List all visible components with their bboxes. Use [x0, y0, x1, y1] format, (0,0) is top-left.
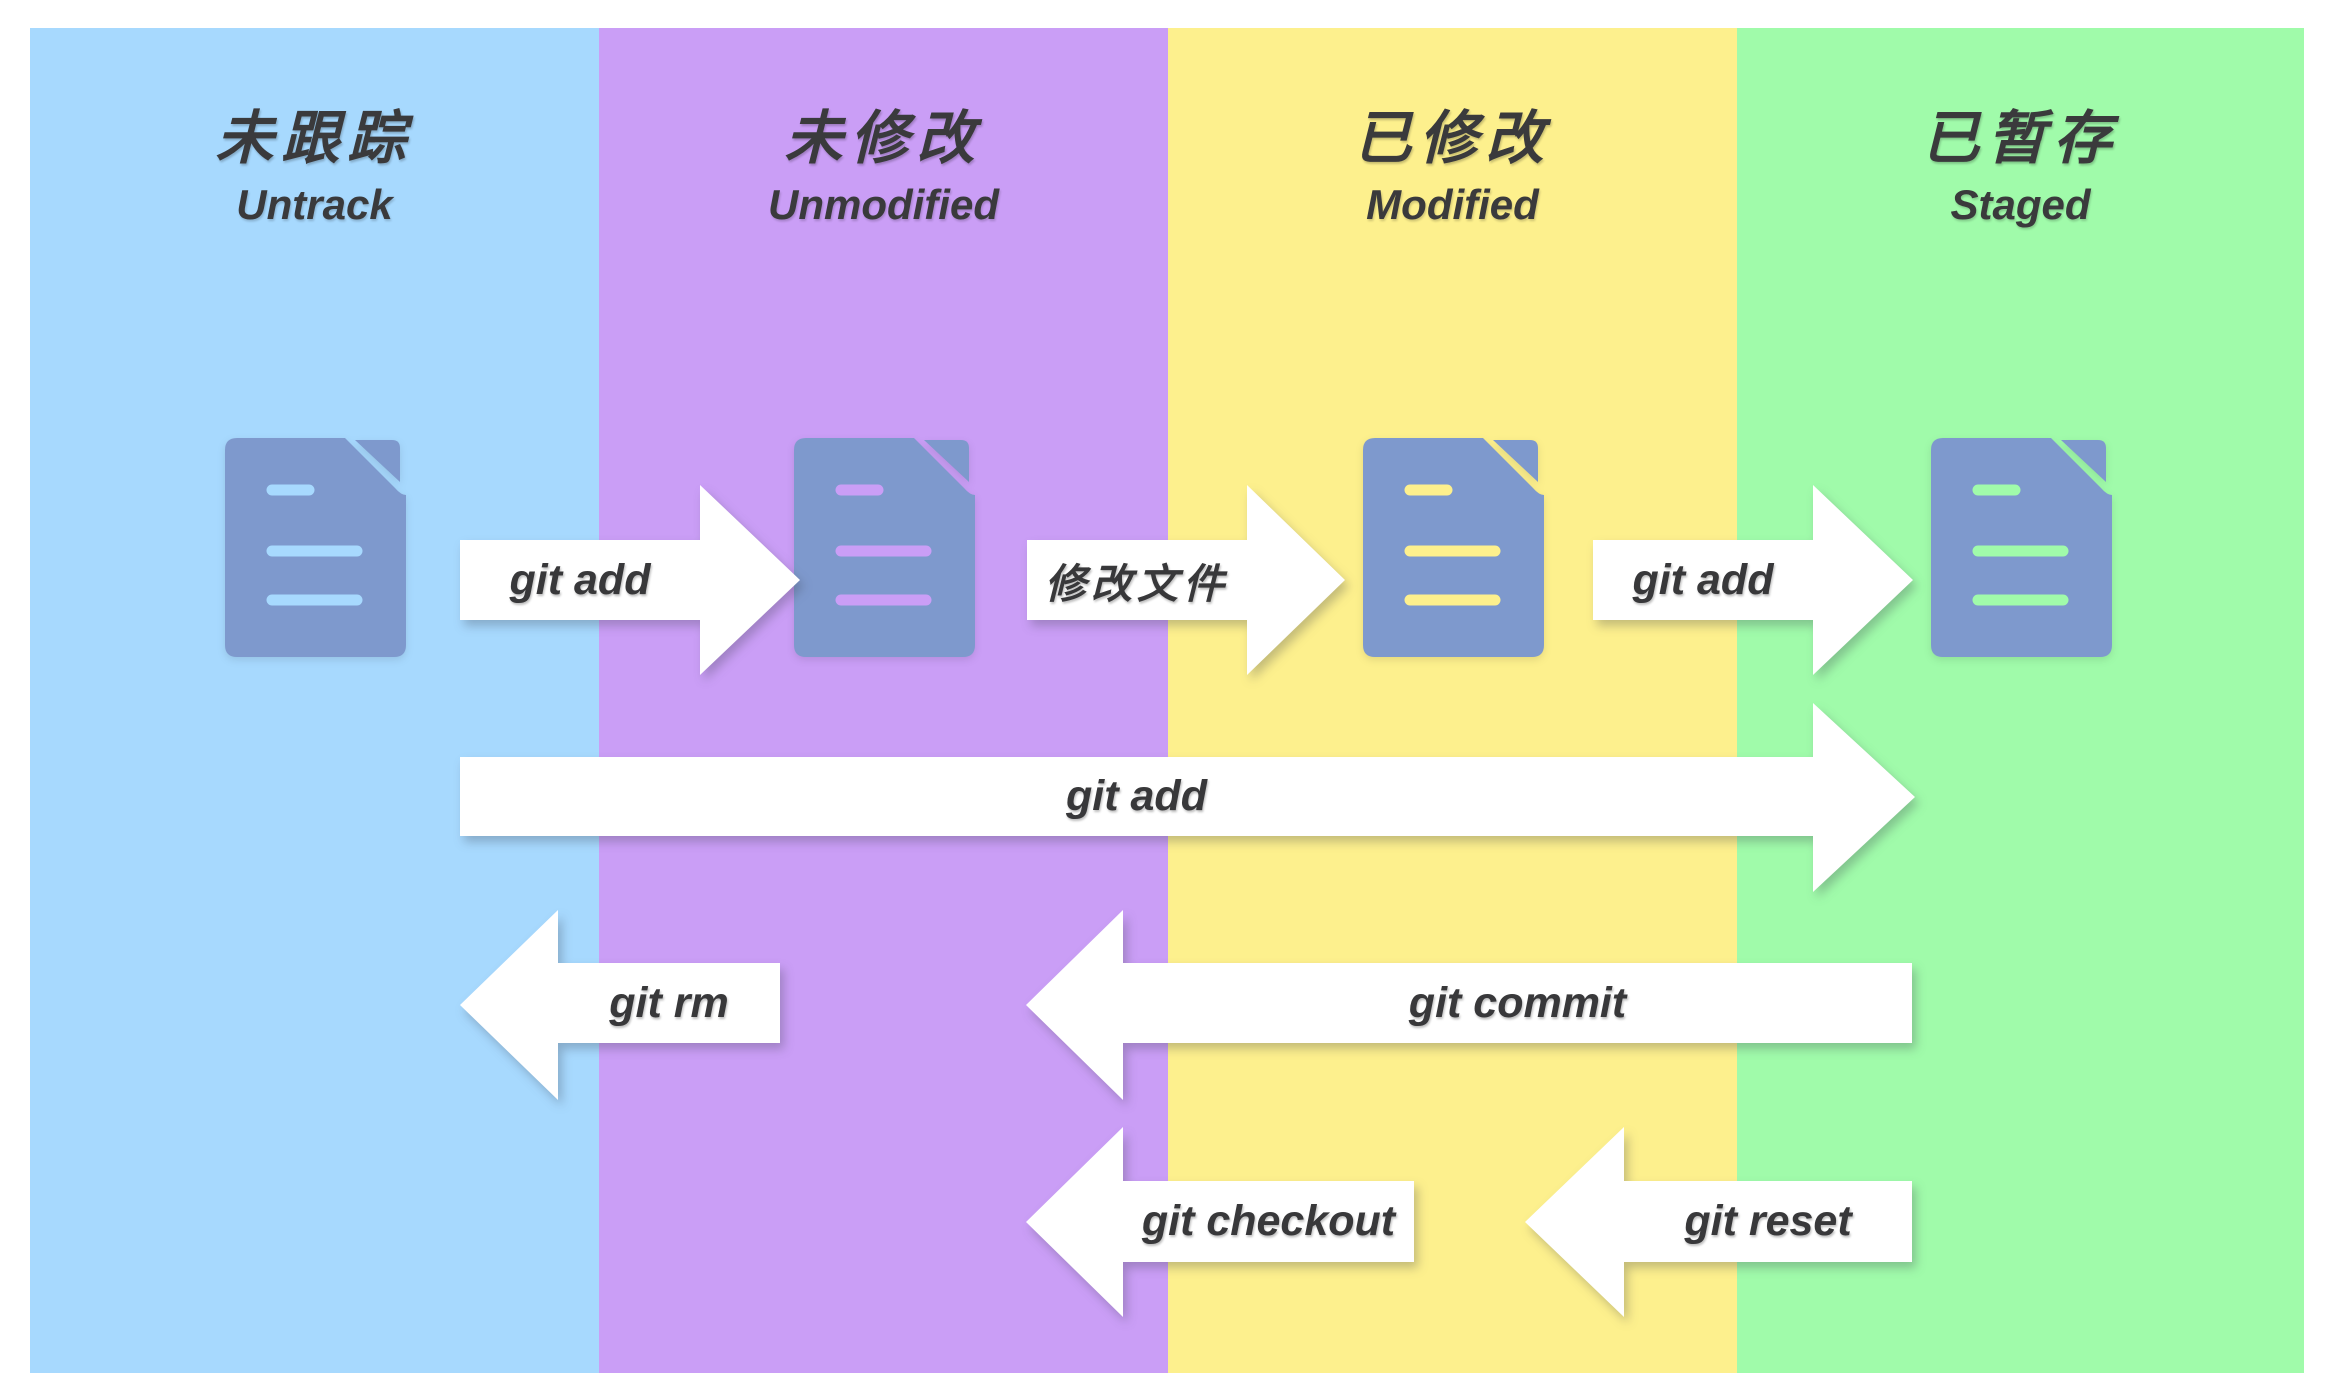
column-staged-title-zh: 已暂存 — [1921, 106, 2120, 171]
column-modified-title-zh: 已修改 — [1353, 106, 1552, 171]
arrow-modify-file: 修改文件 — [1027, 485, 1345, 675]
arrow-git-commit-label: git commit — [1408, 978, 1627, 1027]
right-arrow-shape — [1593, 485, 1913, 675]
arrow-git-checkout-label: git checkout — [1141, 1197, 1396, 1245]
column-unmodified: 未修改 Unmodified — [599, 28, 1168, 1373]
column-staged-title-en: Staged — [1950, 181, 2091, 228]
arrow-git-add-2: git add — [1593, 485, 1913, 675]
left-arrow-shape — [1026, 910, 1912, 1100]
column-untracked-title-zh: 未跟踪 — [215, 106, 414, 171]
arrow-git-rm: git rm — [460, 910, 780, 1100]
left-arrow-shape — [1525, 1127, 1912, 1317]
document-icon — [1362, 438, 1544, 657]
document-fold-corner — [2060, 440, 2106, 482]
column-modified-title-en: Modified — [1366, 181, 1539, 228]
arrow-modify-file-label: 修改文件 — [1045, 561, 1229, 607]
right-arrow-shape — [460, 485, 800, 675]
arrow-git-rm-label: git rm — [609, 978, 729, 1027]
document-fold-corner — [354, 440, 400, 482]
document-icon — [793, 438, 975, 657]
arrow-git-add-2-label: git add — [1632, 555, 1774, 604]
right-arrow-shape — [460, 703, 1915, 892]
arrow-git-add-1: git add — [460, 485, 800, 675]
left-arrow-shape — [1026, 1127, 1414, 1317]
column-unmodified-title-en: Unmodified — [768, 181, 999, 228]
column-unmodified-title-zh: 未修改 — [784, 106, 983, 171]
arrow-git-reset: git reset — [1525, 1127, 1912, 1317]
document-fold-corner — [923, 440, 969, 482]
arrow-git-commit: git commit — [1026, 910, 1912, 1100]
document-fold-corner — [1492, 440, 1538, 482]
arrow-git-add-1-label: git add — [509, 555, 651, 604]
arrow-git-checkout: git checkout — [1026, 1127, 1414, 1317]
document-icon — [1930, 438, 2112, 657]
left-arrow-shape — [460, 910, 780, 1100]
document-icon — [224, 438, 406, 657]
column-staged: 已暂存 Staged — [1737, 28, 2304, 1373]
column-modified: 已修改 Modified — [1168, 28, 1737, 1373]
column-untracked: 未跟踪 Untrack — [30, 28, 599, 1373]
column-untracked-title-en: Untrack — [236, 181, 393, 228]
arrow-git-add-long-label: git add — [1066, 772, 1207, 820]
arrow-git-reset-label: git reset — [1684, 1197, 1852, 1245]
arrow-git-add-long: git add — [460, 703, 1915, 892]
right-arrow-shape — [1027, 485, 1345, 675]
